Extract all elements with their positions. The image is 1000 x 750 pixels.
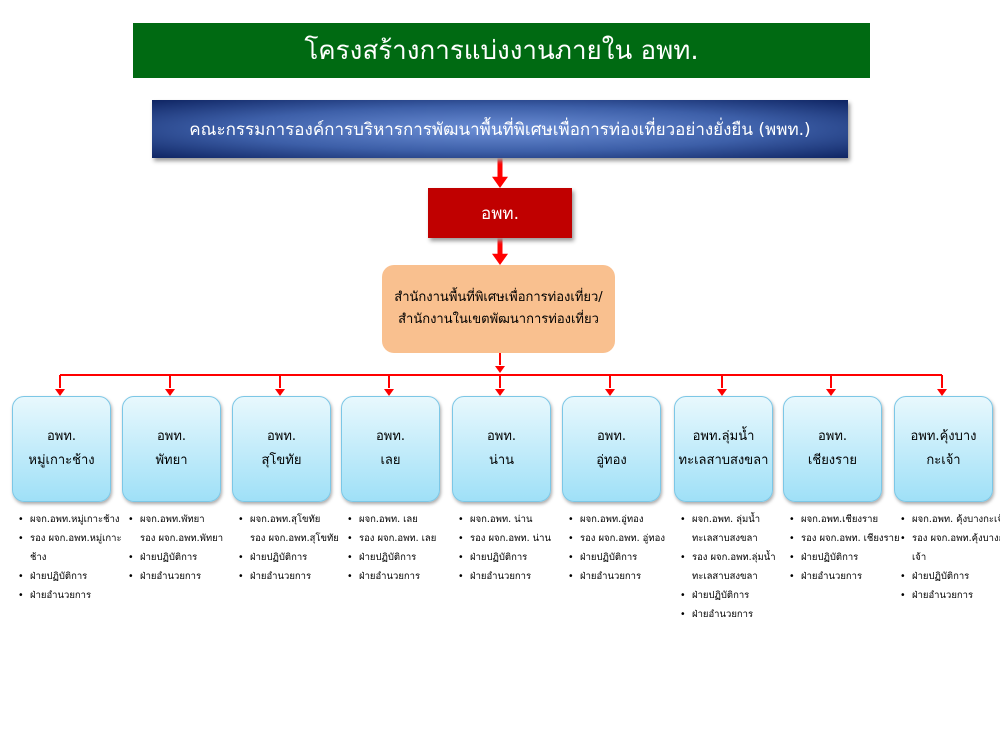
- branch-box: อพท. อู่ทอง: [562, 396, 661, 502]
- list-item: ผจก.อพท. น่าน: [458, 510, 574, 529]
- list-item: รอง ผจก.อพท.ลุ่มน้ำทะเลสาบสงขลา: [680, 548, 796, 586]
- branch-name: กะเจ้า: [926, 453, 961, 468]
- arrowhead-icon: [384, 389, 394, 396]
- arrowhead-icon: [165, 389, 175, 396]
- arrowhead-icon: [492, 253, 508, 265]
- list-item: รอง ผจก.อพท. เลย: [347, 529, 463, 548]
- branch-name: เลย: [380, 453, 401, 468]
- branch-units-list: ผจก.อพท. คุ้งบางกะเจ้ารอง ผจก.อพท.คุ้งบา…: [898, 510, 1000, 605]
- branch-units-list: ผจก.อพท.อู่ทองรอง ผจก.อพท. อู่ทองฝ่ายปฏิ…: [566, 510, 684, 586]
- branch-name: หมู่เกาะช้าง: [28, 453, 95, 468]
- list-item: ฝ่ายปฏิบัติการ: [789, 548, 905, 567]
- list-item: รอง ผจก.อพท.สุโขทัย: [250, 533, 339, 544]
- branch-box: อพท. เลย: [341, 396, 440, 502]
- list-item: ฝ่ายปฏิบัติการ: [680, 586, 796, 605]
- list-item: ผจก.อพท.หมู่เกาะช้าง: [18, 510, 134, 529]
- branch-name: อพท.ลุ่มน้ำ: [692, 429, 755, 444]
- branch-name: อพท.: [817, 429, 848, 444]
- arrowhead-icon: [605, 389, 615, 396]
- branch-name: สุโขทัย: [261, 453, 302, 468]
- arrowhead-icon: [275, 389, 285, 396]
- branch-name: อพท.: [486, 429, 517, 444]
- arrowhead-icon: [492, 176, 508, 188]
- list-item: ผจก.อพท. ลุ่มน้ำทะเลสาบสงขลา: [680, 510, 796, 548]
- list-item: รอง ผจก.อพท.หมู่เกาะช้าง: [18, 529, 134, 567]
- list-item: รอง ผจก.อพท. อู่ทอง: [568, 529, 684, 548]
- branch-units-list: ผจก.อพท.เชียงรายรอง ผจก.อพท. เชียงรายฝ่า…: [787, 510, 905, 586]
- branch-name: ทะเลสาบสงขลา: [678, 453, 769, 468]
- list-item: รอง ผจก.อพท. น่าน: [458, 529, 574, 548]
- arrowhead-icon: [495, 366, 505, 373]
- list-item: ฝ่ายปฏิบัติการ: [900, 567, 1000, 586]
- branch-name: เชียงราย: [807, 453, 858, 468]
- list-item: ฝ่ายอำนวยการ: [458, 567, 574, 586]
- list-item: รอง ผจก.อพท.พัทยา: [140, 533, 224, 544]
- arrowhead-icon: [937, 389, 947, 396]
- branch-name: อพท.: [266, 429, 297, 444]
- branch-box: อพท. พัทยา: [122, 396, 221, 502]
- board-box: คณะกรรมการองค์การบริหารการพัฒนาพื้นที่พิ…: [152, 100, 848, 158]
- list-item: ฝ่ายปฏิบัติการ: [18, 567, 134, 586]
- branch-units-list: ผจก.อพท. น่านรอง ผจก.อพท. น่านฝ่ายปฏิบัต…: [456, 510, 574, 586]
- branch-name: พัทยา: [155, 453, 188, 468]
- list-item: ผจก.อพท.พัทยา: [128, 510, 244, 529]
- list-item: ผจก.อพท.สุโขทัย: [238, 510, 354, 529]
- branch-units-list: ผจก.อพท. เลยรอง ผจก.อพท. เลยฝ่ายปฏิบัติก…: [345, 510, 463, 586]
- arrowhead-icon: [826, 389, 836, 396]
- branch-units-list: ผจก.อพท.หมู่เกาะช้างรอง ผจก.อพท.หมู่เกาะ…: [16, 510, 134, 605]
- branch-name: อพท.: [46, 429, 77, 444]
- list-item: รอง ผจก.อพท. เชียงราย: [789, 529, 905, 548]
- list-item: ฝ่ายปฏิบัติการ: [238, 548, 354, 567]
- branch-box: อพท.คุ้งบางกะเจ้า: [894, 396, 993, 502]
- list-item: ฝ่ายอำนวยการ: [128, 567, 244, 586]
- arrowhead-icon: [495, 389, 505, 396]
- branch-box: อพท.ลุ่มน้ำทะเลสาบสงขลา: [674, 396, 773, 502]
- list-item: ฝ่ายอำนวยการ: [680, 605, 796, 624]
- arrowhead-icon: [55, 389, 65, 396]
- list-item: ผจก.อพท. คุ้งบางกะเจ้า: [900, 510, 1000, 529]
- list-item: ฝ่ายปฏิบัติการ: [347, 548, 463, 567]
- list-item: ฝ่ายอำนวยการ: [900, 586, 1000, 605]
- list-item: ฝ่ายอำนวยการ: [347, 567, 463, 586]
- branch-name: อพท.: [375, 429, 406, 444]
- branch-units-list: ผจก.อพท. ลุ่มน้ำทะเลสาบสงขลารอง ผจก.อพท.…: [678, 510, 796, 624]
- list-item: รอง ผจก.อพท.คุ้งบางกะเจ้า: [900, 529, 1000, 567]
- branch-name: อู่ทอง: [596, 453, 627, 468]
- dasta-box: อพท.: [428, 188, 572, 238]
- branch-name: อพท.คุ้งบาง: [910, 429, 977, 444]
- list-item: ฝ่ายอำนวยการ: [18, 586, 134, 605]
- list-item: ฝ่ายปฏิบัติการ: [128, 548, 244, 567]
- list-item: ฝ่ายอำนวยการ: [789, 567, 905, 586]
- office-box: สำนักงานพื้นที่พิเศษเพื่อการท่องเที่ยว/ส…: [382, 265, 615, 353]
- branch-name: น่าน: [488, 453, 515, 468]
- list-item: ฝ่ายอำนวยการ: [568, 567, 684, 586]
- branch-box: อพท. หมู่เกาะช้าง: [12, 396, 111, 502]
- list-item: ฝ่ายปฏิบัติการ: [568, 548, 684, 567]
- list-item: ผจก.อพท. เลย: [347, 510, 463, 529]
- list-item: ฝ่ายอำนวยการ: [238, 567, 354, 586]
- branch-box: อพท. น่าน: [452, 396, 551, 502]
- arrowhead-icon: [717, 389, 727, 396]
- list-item: ฝ่ายปฏิบัติการ: [458, 548, 574, 567]
- branch-box: อพท. เชียงราย: [783, 396, 882, 502]
- list-item: ผจก.อพท.เชียงราย: [789, 510, 905, 529]
- list-item: ผจก.อพท.อู่ทอง: [568, 510, 684, 529]
- branch-name: อพท.: [596, 429, 627, 444]
- branch-name: อพท.: [156, 429, 187, 444]
- branch-box: อพท. สุโขทัย: [232, 396, 331, 502]
- chart-title: โครงสร้างการแบ่งงานภายใน อพท.: [133, 23, 870, 78]
